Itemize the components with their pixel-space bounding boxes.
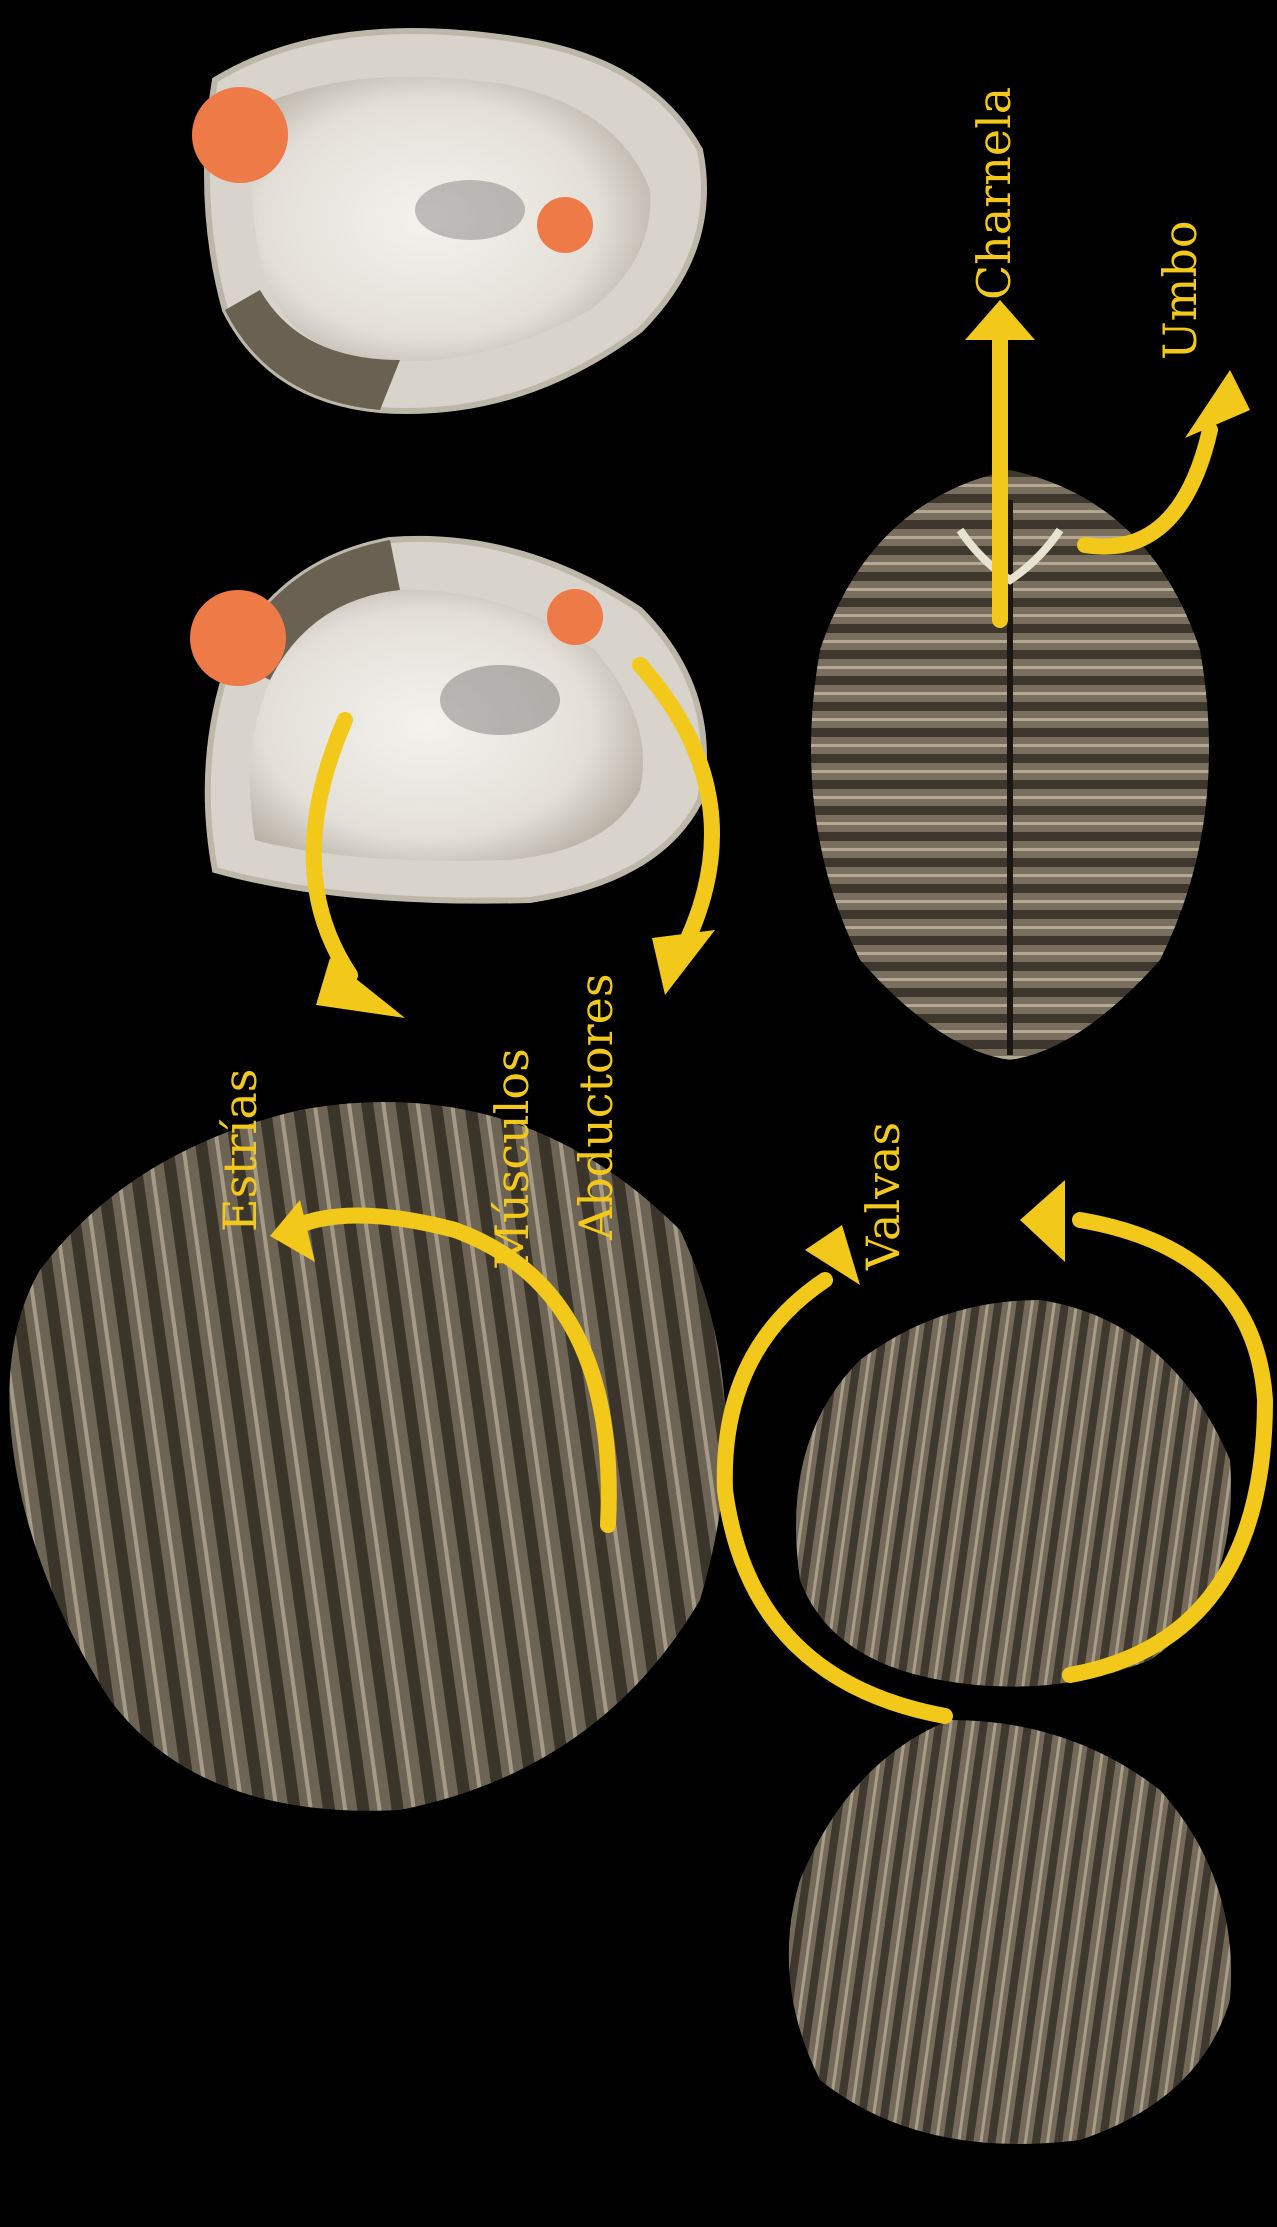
muscle-marker-small-lower	[547, 589, 603, 645]
muscle-marker-large-upper	[192, 87, 288, 183]
arrowhead-valvas-outer	[1020, 1180, 1065, 1262]
label-charnela: Charnela	[967, 87, 1021, 300]
arrowhead-musculos-2	[652, 930, 715, 995]
arrowhead-valvas-inner	[805, 1225, 860, 1285]
label-umbo: Umbo	[1153, 220, 1207, 360]
upper-right-valve-interior	[207, 31, 704, 411]
closed-shell-front	[811, 470, 1209, 1060]
lower-right-valve-interior	[208, 539, 704, 901]
label-musculos: Músculos	[485, 1048, 539, 1270]
muscle-marker-large-lower	[190, 590, 286, 686]
label-valvas: Valvas	[856, 1122, 910, 1271]
muscle-marker-small-upper	[537, 197, 593, 253]
label-abductores: Abductores	[569, 974, 623, 1242]
arrowhead-charnela	[965, 300, 1035, 340]
arrowhead-musculos-1	[316, 958, 405, 1018]
valve-lower-exterior	[789, 1720, 1231, 2144]
label-estrias: Estrías	[213, 1069, 267, 1232]
